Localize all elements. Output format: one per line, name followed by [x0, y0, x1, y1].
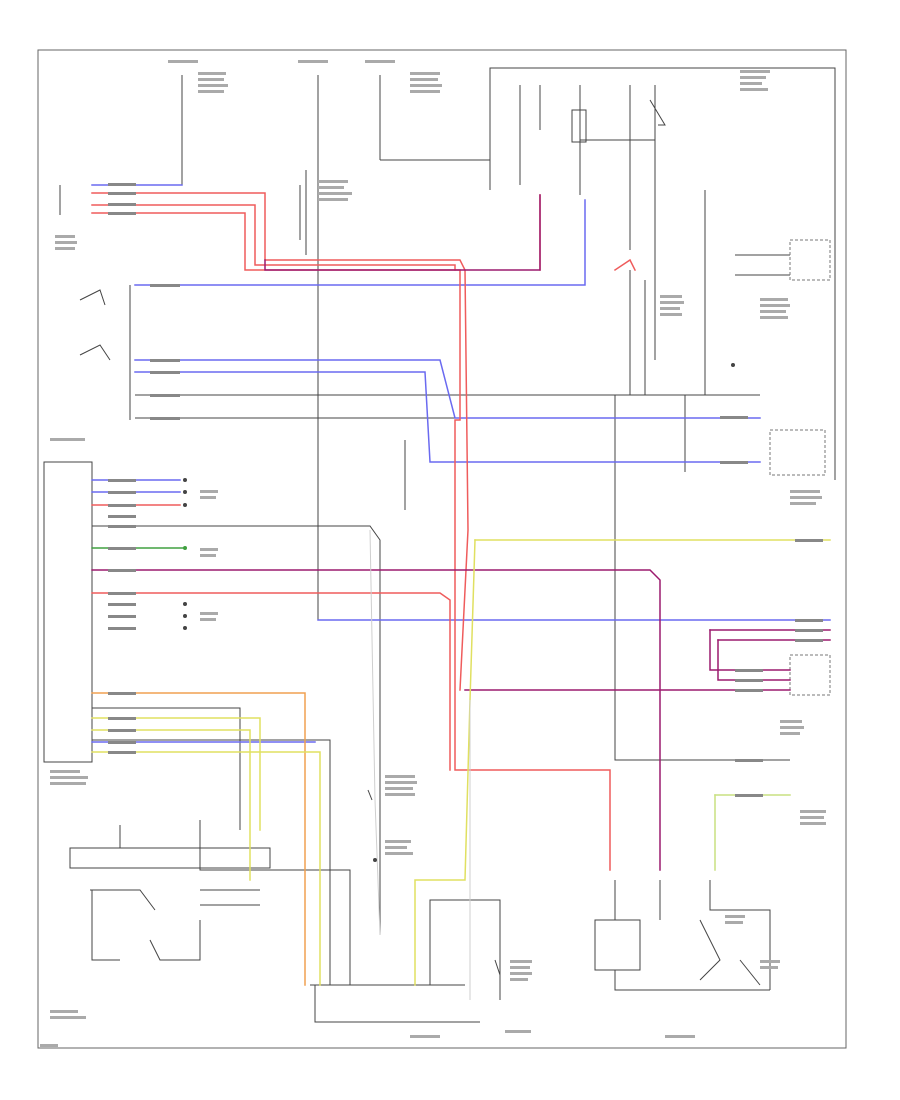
red-wires — [91, 192, 637, 871]
orange-wires — [91, 692, 306, 986]
purple-wires — [91, 194, 831, 871]
yellowgreen-wires — [714, 794, 791, 871]
diagram-border — [37, 49, 847, 1049]
switch-symbols — [59, 185, 501, 976]
gray-wires — [369, 529, 471, 1000]
black-wires — [43, 67, 836, 1023]
pin-label-marks — [108, 183, 823, 797]
connector-dots — [183, 478, 377, 862]
yellow-wires — [91, 539, 831, 986]
component-label-blocks — [40, 60, 826, 1047]
